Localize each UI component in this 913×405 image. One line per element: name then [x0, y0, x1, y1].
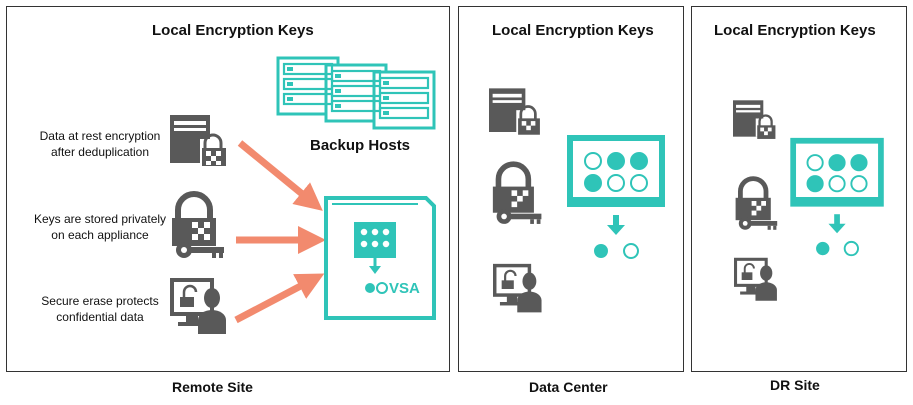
- label-keys-stored: Keys are stored privately on each applia…: [33, 212, 167, 242]
- data-center-title: Local Encryption Keys: [492, 22, 654, 39]
- vsa-label: VSA: [389, 280, 420, 297]
- dc-dedup-dots-icon: [567, 135, 665, 259]
- label-encryption-at-rest: Data at rest encryption after deduplicat…: [39, 129, 161, 159]
- dr-site-panel: [691, 6, 907, 372]
- dr-padlock-key-icon: [735, 176, 778, 230]
- remote-site-title: Local Encryption Keys: [152, 22, 314, 39]
- arrows-to-vsa: [234, 140, 326, 324]
- dr-site-caption: DR Site: [770, 377, 820, 393]
- dc-server-lock-icon: [489, 88, 540, 135]
- label-secure-erase: Secure erase protects confidential data: [41, 294, 159, 324]
- padlock-key-icon: [172, 191, 224, 258]
- backup-hosts-label: Backup Hosts: [310, 137, 411, 154]
- dr-server-lock-icon: [733, 100, 776, 139]
- server-lock-icon: [170, 115, 226, 166]
- dr-dedup-dots-icon: [790, 137, 884, 257]
- dc-secure-erase-icon: [493, 263, 542, 313]
- data-center-caption: Data Center: [529, 379, 608, 395]
- dr-site-title: Local Encryption Keys: [714, 22, 876, 39]
- dc-padlock-key-icon: [492, 161, 542, 224]
- remote-site-caption: Remote Site: [172, 379, 253, 395]
- dr-secure-erase-icon: [734, 257, 777, 301]
- secure-erase-icon: [170, 278, 226, 334]
- vsa-appliance-icon: [324, 196, 436, 320]
- backup-hosts-icon: [276, 56, 436, 130]
